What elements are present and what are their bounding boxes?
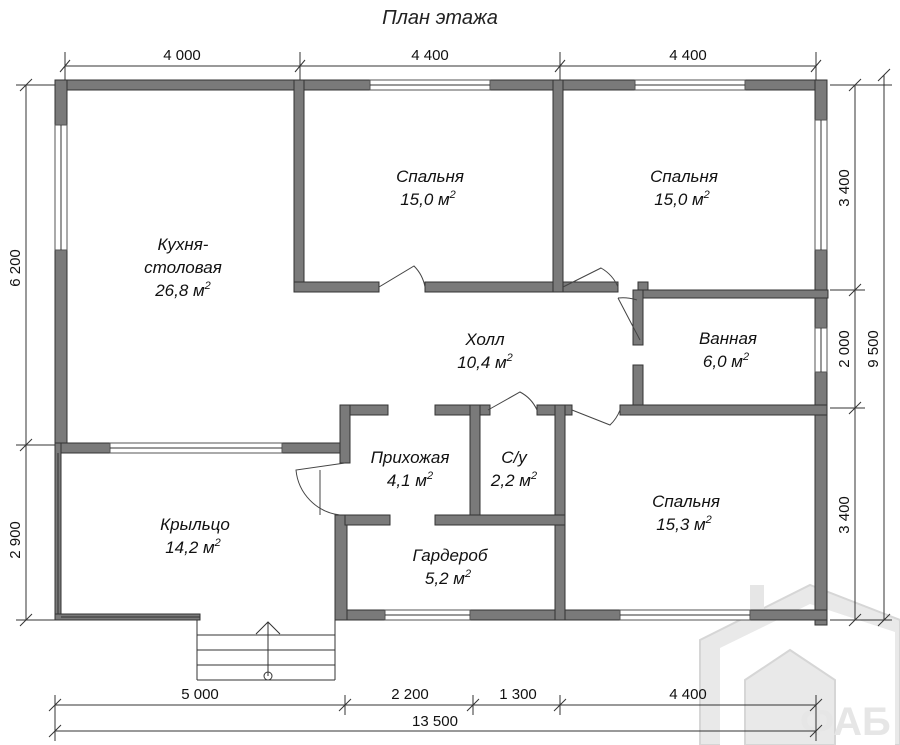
room-kitchen-line2: столовая [144, 258, 222, 277]
dimension-left: 6 200 2 900 [7, 78, 55, 627]
dim-right-total: 9 500 [865, 330, 882, 368]
dim-top-1: 4 000 [163, 47, 201, 64]
room-porch: Крыльцо 14,2 м2 [160, 515, 230, 557]
dim-bottom-1: 5 000 [181, 686, 219, 703]
room-bedroom-1-area: 15,0 м2 [400, 189, 456, 209]
room-hall-area: 10,4 м2 [457, 352, 513, 372]
room-bathroom-name: Ванная [699, 329, 757, 348]
watermark-logo: ФАБ [699, 583, 900, 745]
room-entry: Прихожая 4,1 м2 [371, 448, 450, 490]
room-bedroom-3: Спальня 15,3 м2 [652, 492, 720, 534]
room-hall-name: Холл [464, 330, 505, 349]
dim-left-2: 2 900 [7, 521, 24, 559]
dim-left-1: 6 200 [7, 249, 24, 287]
room-bedroom-2-area: 15,0 м2 [654, 189, 710, 209]
room-bedroom-3-name: Спальня [652, 492, 720, 511]
dim-top-3: 4 400 [669, 47, 707, 64]
room-wardrobe: Гардероб 5,2 м2 [413, 546, 489, 588]
dim-right-3: 3 400 [836, 496, 853, 534]
room-bedroom-3-area: 15,3 м2 [656, 514, 712, 534]
room-wc-area: 2,2 м2 [490, 470, 537, 490]
room-bathroom: Ванная 6,0 м2 [699, 329, 757, 371]
room-wc-name: С/у [501, 448, 528, 467]
dim-bottom-total: 13 500 [412, 713, 458, 730]
room-kitchen: Кухня- столовая 26,8 м2 [144, 235, 222, 300]
room-hall: Холл 10,4 м2 [457, 330, 513, 372]
dim-right-1: 3 400 [836, 169, 853, 207]
dim-top-2: 4 400 [411, 47, 449, 64]
room-wardrobe-name: Гардероб [413, 546, 489, 565]
room-bedroom-1: Спальня 15,0 м2 [396, 167, 464, 209]
room-bedroom-2: Спальня 15,0 м2 [650, 167, 718, 209]
room-bedroom-2-name: Спальня [650, 167, 718, 186]
room-bedroom-1-name: Спальня [396, 167, 464, 186]
dim-bottom-4: 4 400 [669, 686, 707, 703]
room-wardrobe-area: 5,2 м2 [425, 568, 471, 588]
dim-bottom-2: 2 200 [391, 686, 429, 703]
dim-right-2: 2 000 [836, 330, 853, 368]
dimension-right: 3 400 2 000 3 400 9 500 [830, 68, 892, 627]
room-wc: С/у 2,2 м2 [490, 448, 537, 490]
room-porch-name: Крыльцо [160, 515, 230, 534]
room-entry-name: Прихожая [371, 448, 450, 467]
room-porch-area: 14,2 м2 [165, 537, 221, 557]
room-kitchen-area: 26,8 м2 [154, 280, 211, 300]
porch-steps [196, 620, 336, 681]
plan-title: План этажа [382, 7, 498, 29]
walls [54, 79, 829, 626]
windows [54, 79, 828, 621]
room-kitchen-line1: Кухня- [158, 235, 209, 254]
dimension-bottom: 5 000 2 200 1 300 4 400 13 500 [48, 686, 823, 741]
watermark-text: ФАБ [800, 700, 891, 744]
dimension-top: 4 000 4 400 4 400 [59, 47, 822, 84]
dim-bottom-3: 1 300 [499, 686, 537, 703]
doors [295, 265, 641, 516]
room-entry-area: 4,1 м2 [387, 470, 433, 490]
room-bathroom-area: 6,0 м2 [703, 351, 749, 371]
